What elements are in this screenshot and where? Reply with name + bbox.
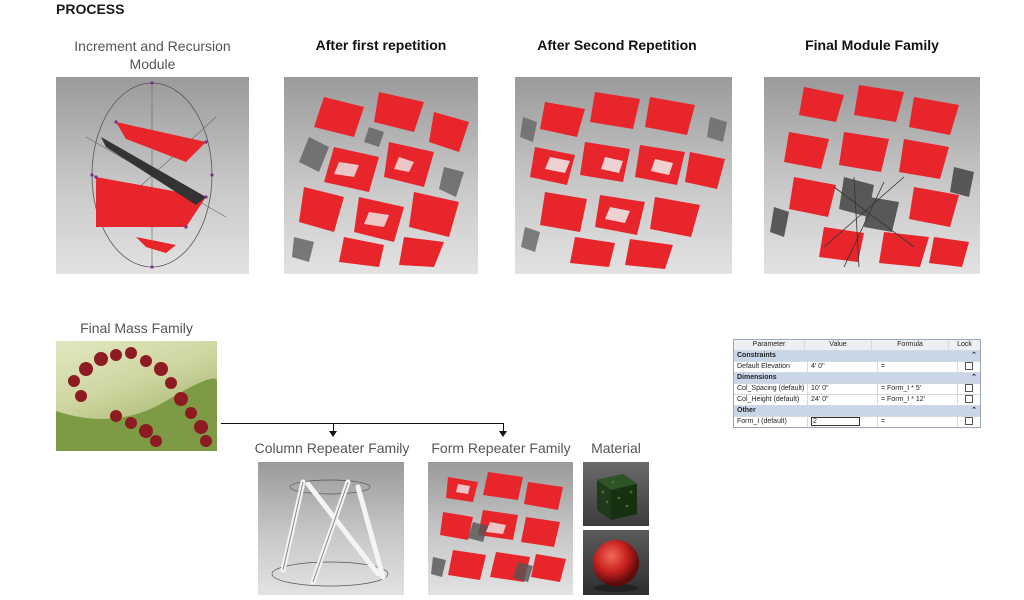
group-other-label: Other xyxy=(737,407,756,414)
header-lock: Lock xyxy=(957,341,972,348)
lock-checkbox[interactable] xyxy=(965,362,973,371)
param-name: Form_I (default) xyxy=(734,417,808,427)
caption-increment-line2: Module xyxy=(129,56,176,72)
param-value[interactable]: 4' 0" xyxy=(808,362,878,372)
param-name: Col_Spacing (default) xyxy=(734,384,808,394)
caption-final-module: Final Module Family xyxy=(805,37,939,53)
group-other[interactable]: Other ⌃ xyxy=(734,405,980,416)
page-heading: PROCESS xyxy=(56,1,125,17)
caption-second-repetition: After Second Repetition xyxy=(537,37,697,53)
header-value: Value xyxy=(805,340,872,350)
lock-checkbox[interactable] xyxy=(965,417,973,426)
param-name: Col_Height (default) xyxy=(734,395,808,405)
group-constraints[interactable]: Constraints ⌃ xyxy=(734,350,980,361)
connector-to-column xyxy=(333,423,334,435)
param-formula[interactable]: = xyxy=(878,362,958,372)
param-value[interactable]: 24' 0" xyxy=(808,395,878,405)
collapse-icon[interactable]: ⌃ xyxy=(971,374,977,381)
column-repeater-image xyxy=(258,462,404,595)
caption-increment-line1: Increment and Recursion xyxy=(74,38,231,54)
caption-first-repetition: After first repetition xyxy=(315,37,447,53)
first-repetition-image xyxy=(284,77,478,274)
table-row: Col_Spacing (default) 10' 0" = Form_I * … xyxy=(734,383,980,394)
caption-column-repeater: Column Repeater Family xyxy=(254,440,410,456)
group-dimensions-label: Dimensions xyxy=(737,374,777,381)
caption-increment-module: Increment and Recursion Module xyxy=(56,37,249,73)
final-module-image xyxy=(764,77,980,274)
table-header-row: Parameter Value Formula Lock xyxy=(734,340,980,350)
param-formula[interactable]: = xyxy=(878,417,958,427)
caption-final-mass: Final Mass Family xyxy=(80,320,193,336)
table-row: Form_I (default) 2 = xyxy=(734,416,980,427)
table-row: Default Elevation 4' 0" = xyxy=(734,361,980,372)
lock-checkbox[interactable] xyxy=(965,395,973,404)
caption-form-repeater: Form Repeater Family xyxy=(431,440,571,456)
increment-module-image xyxy=(56,77,249,274)
param-name: Default Elevation xyxy=(734,362,808,372)
header-formula: Formula xyxy=(872,340,949,350)
caption-material: Material xyxy=(591,440,641,456)
arrow-column xyxy=(329,431,337,437)
material-sphere-image xyxy=(583,530,649,595)
lock-checkbox[interactable] xyxy=(965,384,973,393)
final-mass-image xyxy=(56,341,217,451)
form-repeater-image xyxy=(428,462,573,595)
header-parameter: Parameter xyxy=(734,340,805,350)
group-constraints-label: Constraints xyxy=(737,352,776,359)
collapse-icon[interactable]: ⌃ xyxy=(971,407,977,414)
param-formula[interactable]: = Form_I * 12' xyxy=(878,395,958,405)
second-repetition-image xyxy=(515,77,732,274)
param-formula[interactable]: = Form_I * 5' xyxy=(878,384,958,394)
connector-horizontal xyxy=(221,423,504,424)
connector-to-form xyxy=(503,423,504,435)
table-row: Col_Height (default) 24' 0" = Form_I * 1… xyxy=(734,394,980,405)
collapse-icon[interactable]: ⌃ xyxy=(971,352,977,359)
family-parameter-table: Parameter Value Formula Lock Constraints… xyxy=(733,339,981,428)
param-value-input[interactable]: 2 xyxy=(811,417,861,426)
group-dimensions[interactable]: Dimensions ⌃ xyxy=(734,372,980,383)
param-value[interactable]: 10' 0" xyxy=(808,384,878,394)
material-cube-image xyxy=(583,462,649,526)
arrow-form xyxy=(499,431,507,437)
